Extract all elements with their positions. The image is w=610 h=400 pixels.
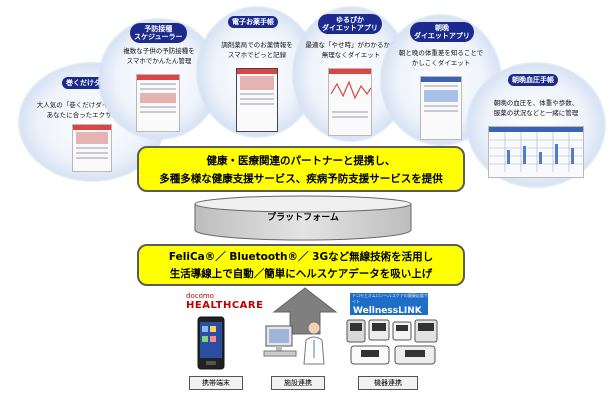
- service-title: 朝晩 ダイエットアプリ: [410, 22, 474, 42]
- service-title: 朝晩血圧手帳: [508, 74, 558, 86]
- service-description-line: 調剤薬局でのお薬情報を: [221, 41, 293, 49]
- healthcare-logo-text: HEALTHCARE: [186, 300, 264, 311]
- health-devices-icon: [346, 319, 438, 365]
- source-label-device: 機器連携: [358, 376, 418, 390]
- app-screenshot: [72, 124, 112, 172]
- service-title-line: スケジューラー: [134, 33, 183, 41]
- smartphone-icon: [197, 316, 225, 370]
- service-description: 朝と晩の体重差を知ることで かしこくダイエット: [380, 48, 502, 68]
- service-title: ゆるぴか ダイエットアプリ: [318, 14, 382, 34]
- service-title: 電子お薬手帳: [228, 16, 278, 28]
- service-description-line: 朝晩の血圧を、体重や歩数、: [493, 99, 579, 107]
- source-label-facility: 施設連携: [271, 376, 325, 390]
- service-description-line: かしこくダイエット: [411, 59, 471, 67]
- app-screenshot: [328, 68, 372, 136]
- platform-cylinder: プラットフォーム: [193, 194, 413, 242]
- partner-box-line: 健康・医療関連のパートナーと提携し、: [206, 155, 396, 167]
- service-title-line: ダイエットアプリ: [414, 32, 470, 40]
- docomo-logo-text: docomo: [186, 292, 214, 300]
- platform-shape: [194, 195, 412, 241]
- service-description-line: 複数な子供の予防接種を: [123, 47, 195, 55]
- service-description-line: スマホでピっと記録: [227, 51, 287, 59]
- wellnesslink-name: WellnessLINK: [353, 306, 422, 316]
- technology-box-line: 生活導線上で自動／簡単にヘルスケアデータを吸い上げ: [169, 268, 433, 280]
- service-card-medicine: 電子お薬手帳 調剤薬局でのお薬情報を スマホでピっと記録: [196, 6, 318, 138]
- service-description: 調剤薬局でのお薬情報を スマホでピっと記録: [196, 40, 318, 60]
- partner-box-line: 多種多様な健康支援サービス、疾病予防支援サービスを提供: [159, 173, 443, 185]
- partner-box: 健康・医療関連のパートナーと提携し、 多種多様な健康支援サービス、疾病予防支援サ…: [137, 146, 465, 192]
- facility-doctor-computer-icon: [263, 321, 325, 365]
- app-screenshot: [488, 126, 584, 178]
- app-screenshot: [420, 76, 462, 140]
- service-description-line: 最適な「やせ時」がわかるから: [305, 41, 397, 49]
- service-title: 予防接種 スケジューラー: [130, 23, 187, 43]
- source-label-mobile: 携帯端末: [189, 376, 243, 390]
- wellnesslink-tagline: ドコモとオムロンヘルスケアの健康応援サイト: [352, 293, 428, 304]
- service-description-line: スマホでかんたん管理: [126, 57, 192, 65]
- service-description: 最適な「やせ時」がわかるから 無理なくダイエット: [288, 40, 414, 60]
- app-table-thumbnail: [489, 132, 583, 172]
- service-description-line: 無理なくダイエット: [321, 51, 381, 59]
- service-description-line: 朝と晩の体重差を知ることで: [398, 49, 484, 57]
- wellnesslink-logo: ドコモとオムロンヘルスケアの健康応援サイト WellnessLINK: [350, 293, 428, 316]
- app-chart-thumbnail: [330, 80, 371, 100]
- technology-box-line: FeliCa®／ Bluetooth®／ 3Gなど無線技術を活用し: [168, 251, 434, 263]
- app-screenshot: [236, 68, 278, 132]
- service-title-line: 朝晩: [434, 24, 449, 32]
- upward-arrow: [272, 287, 338, 335]
- service-title-line: 予防接種: [144, 25, 173, 33]
- service-card-blood-pressure: 朝晩血圧手帳 朝晩の血圧を、体重や歩数、 服薬の状況などと一緒に管理: [466, 62, 606, 188]
- service-title-line: ゆるぴか: [335, 16, 364, 24]
- service-description: 朝晩の血圧を、体重や歩数、 服薬の状況などと一緒に管理: [466, 98, 606, 118]
- service-description-line: 服薬の状況などと一緒に管理: [493, 109, 579, 117]
- technology-box: FeliCa®／ Bluetooth®／ 3Gなど無線技術を活用し 生活導線上で…: [137, 244, 465, 286]
- service-description: 複数な子供の予防接種を スマホでかんたん管理: [98, 46, 220, 66]
- service-description: 大人気の「巻くだけダイエット」から あなたに合ったエクササイズを: [22, 100, 162, 120]
- app-screenshot: [136, 74, 180, 132]
- service-title-line: ダイエットアプリ: [322, 24, 378, 32]
- service-description-line: 大人気の「巻くだけダイエット」から: [36, 101, 148, 109]
- platform-label: プラットフォーム: [267, 213, 339, 223]
- service-description-line: あなたに合ったエクササイズを: [46, 111, 138, 119]
